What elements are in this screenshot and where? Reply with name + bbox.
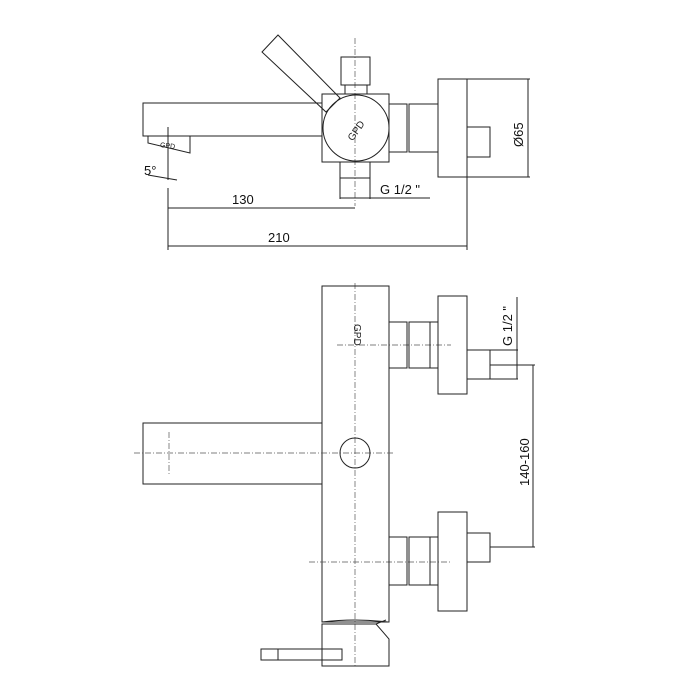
spout	[142, 422, 323, 485]
diverter-button	[339, 437, 371, 469]
wall-flange	[437, 295, 468, 395]
thread-label: G 1/2 "	[500, 306, 515, 346]
lever-handle	[260, 648, 343, 661]
wall-flange	[437, 511, 468, 612]
dim-centers-label: 140-160	[517, 438, 532, 486]
front-view: GPD G 1/2 " 140-160	[134, 283, 535, 668]
dim-diameter-label: Ø65	[511, 122, 526, 147]
pipe-segment	[388, 536, 408, 586]
body-logo: GPD	[346, 119, 367, 143]
pipe-segment	[388, 321, 408, 369]
inlet-stub	[466, 349, 491, 380]
top-cap-neck	[344, 84, 368, 95]
pipe-segment	[388, 103, 408, 153]
lever-base-edge	[375, 619, 387, 625]
wall-flange	[437, 78, 468, 178]
pipe-segment	[408, 103, 439, 153]
top-view: GPD 5° GPD G 1/2 " Ø65 130 210	[142, 34, 530, 250]
spout-nozzle	[147, 135, 191, 154]
body-logo: GPD	[351, 324, 362, 346]
thread-label: G 1/2 "	[380, 182, 420, 197]
lever-handle	[261, 34, 341, 113]
bottom-connector	[339, 161, 371, 179]
inlet-stub	[466, 126, 491, 158]
top-cap	[340, 56, 371, 86]
inlet-stub	[466, 532, 491, 563]
dim-130-label: 130	[232, 192, 254, 207]
angle-label: 5°	[144, 163, 156, 178]
spout	[142, 102, 323, 137]
pipe-segment	[408, 536, 439, 586]
dim-210-label: 210	[268, 230, 290, 245]
lever-base	[321, 623, 390, 667]
angle-line	[147, 174, 178, 181]
